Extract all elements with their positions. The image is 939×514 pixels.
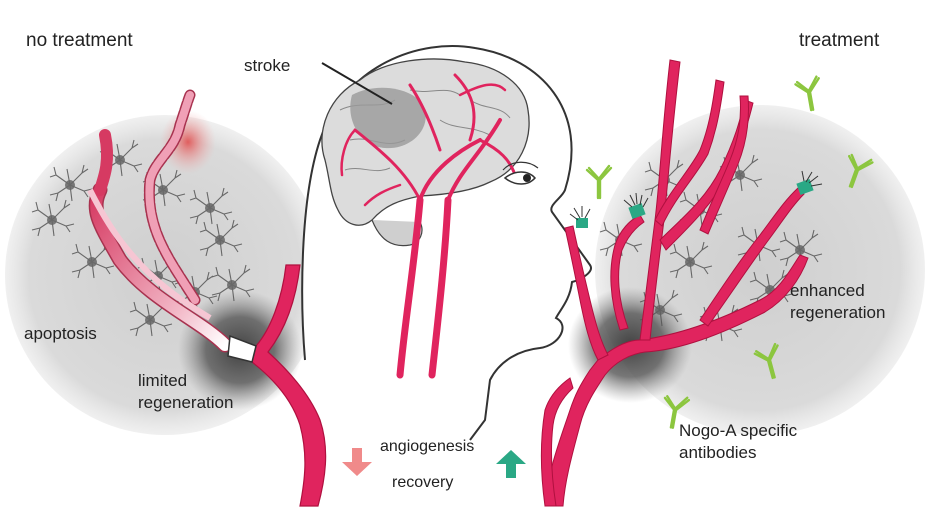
right-panel: [540, 59, 925, 507]
arrow-down-icon: [342, 448, 372, 476]
arrow-up-icon: [496, 450, 526, 478]
no-treatment-label: no treatment: [26, 30, 133, 51]
limited-vessels: [87, 89, 233, 353]
angiogenesis-label: angiogenesis: [380, 438, 475, 455]
recovery-label: recovery: [392, 474, 454, 491]
stroke-pointer: [321, 62, 393, 105]
enhanced-vessels: [540, 59, 809, 507]
stroke-glow: [160, 110, 216, 174]
limited-regeneration-line1: limited: [138, 371, 188, 390]
cerebellum: [371, 219, 423, 247]
antibodies-line1: Nogo-A specific: [679, 421, 798, 440]
vessel-cut: [227, 334, 257, 363]
enhanced-regeneration-line1: enhanced: [790, 281, 865, 300]
stroke-region: [350, 87, 426, 149]
enhanced-regeneration-line2: regeneration: [790, 303, 886, 322]
limited-regeneration-line2: regeneration: [138, 393, 234, 412]
antibodies-line2: antibodies: [679, 443, 757, 462]
growth-tips: [569, 170, 823, 221]
head-diagram: [301, 45, 592, 441]
eye-icon: [502, 161, 539, 185]
stroke-label: stroke: [244, 56, 291, 75]
left-panel: [5, 89, 327, 507]
apoptosis-label: apoptosis: [24, 324, 97, 343]
treatment-label: treatment: [799, 30, 880, 51]
brain-arteries: [340, 73, 517, 379]
